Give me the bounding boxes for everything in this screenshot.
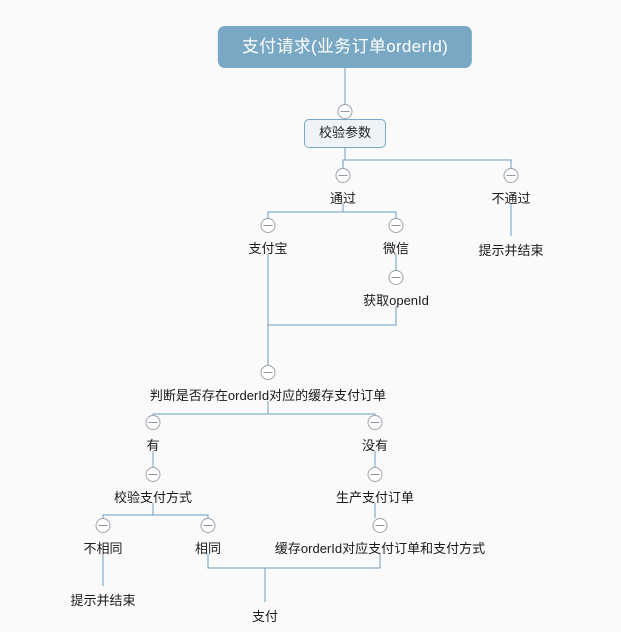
mindmap-node-n1[interactable]: 校验参数	[303, 119, 387, 149]
mindmap-node-label: 提示并结束	[478, 243, 544, 258]
edge-n2-n6	[343, 211, 397, 218]
collapse-minus-icon[interactable]	[503, 168, 519, 183]
collapse-minus-icon[interactable]	[337, 104, 353, 119]
mindmap-node-label: 获取openId	[363, 293, 429, 308]
mindmap-node-label: 支付	[251, 609, 279, 624]
mindmap-node-n3[interactable]: 不通过	[491, 190, 530, 208]
collapse-minus-icon[interactable]	[372, 518, 388, 533]
mindmap-node-label: 不通过	[491, 191, 531, 206]
collapse-minus-icon[interactable]	[367, 415, 383, 430]
mindmap-node-n2[interactable]: 通过	[330, 190, 356, 208]
collapse-minus-icon[interactable]	[145, 415, 161, 430]
mindmap-node-n8[interactable]: 判断是否存在orderId对应的缓存支付订单	[150, 387, 386, 405]
mindmap-node-label: 判断是否存在orderId对应的缓存支付订单	[149, 388, 387, 403]
mindmap-node-n9[interactable]: 有	[146, 437, 159, 455]
mindmap-node-label: 相同	[194, 541, 222, 556]
mindmap-node-n11[interactable]: 校验支付方式	[114, 489, 192, 507]
mindmap-node-n7[interactable]: 获取openId	[363, 292, 429, 310]
edge-n14-n17	[207, 554, 266, 602]
mindmap-node-n16[interactable]: 提示并结束	[70, 592, 135, 610]
mindmap-node-label: 校验支付方式	[113, 490, 193, 505]
edge-n8-n10	[268, 413, 376, 415]
mindmap-node-label: 校验参数	[303, 119, 387, 149]
mindmap-node-label: 微信	[382, 241, 410, 256]
mindmap-node-n5[interactable]: 支付宝	[248, 240, 287, 258]
collapse-minus-icon[interactable]	[260, 365, 276, 380]
collapse-minus-icon[interactable]	[388, 218, 404, 233]
mindmap-node-label: 支付请求(业务订单orderId)	[217, 26, 473, 69]
mindmap-node-label: 缓存orderId对应支付订单和支付方式	[274, 541, 486, 556]
mindmap-node-label: 通过	[329, 191, 357, 206]
collapse-minus-icon[interactable]	[367, 467, 383, 482]
mindmap-node-label: 支付宝	[248, 241, 288, 256]
collapse-minus-icon[interactable]	[200, 518, 216, 533]
collapse-minus-icon[interactable]	[388, 270, 404, 285]
mindmap-node-n4[interactable]: 提示并结束	[478, 242, 543, 260]
mindmap-node-label: 不相同	[83, 541, 123, 556]
collapse-minus-icon[interactable]	[260, 218, 276, 233]
mindmap-node-n15[interactable]: 缓存orderId对应支付订单和支付方式	[275, 540, 485, 558]
mindmap-node-n6[interactable]: 微信	[383, 240, 409, 258]
mindmap-node-n14[interactable]: 相同	[195, 540, 221, 558]
mindmap-node-n17[interactable]: 支付	[252, 608, 278, 626]
mindmap-node-n12[interactable]: 生产支付订单	[336, 489, 414, 507]
mindmap-node-label: 生产支付订单	[335, 490, 415, 505]
edge-n1-n3	[345, 159, 512, 168]
collapse-minus-icon[interactable]	[335, 168, 351, 183]
mindmap-node-n10[interactable]: 没有	[362, 437, 388, 455]
mindmap-node-n13[interactable]: 不相同	[83, 540, 122, 558]
collapse-minus-icon[interactable]	[145, 467, 161, 482]
edge-n11-n14	[153, 514, 209, 518]
mindmap-node-label: 没有	[361, 438, 389, 453]
mindmap-node-n0[interactable]: 支付请求(业务订单orderId)	[217, 26, 473, 69]
mindmap-node-label: 提示并结束	[70, 593, 136, 608]
mindmap-node-label: 有	[146, 438, 160, 453]
collapse-minus-icon[interactable]	[95, 518, 111, 533]
